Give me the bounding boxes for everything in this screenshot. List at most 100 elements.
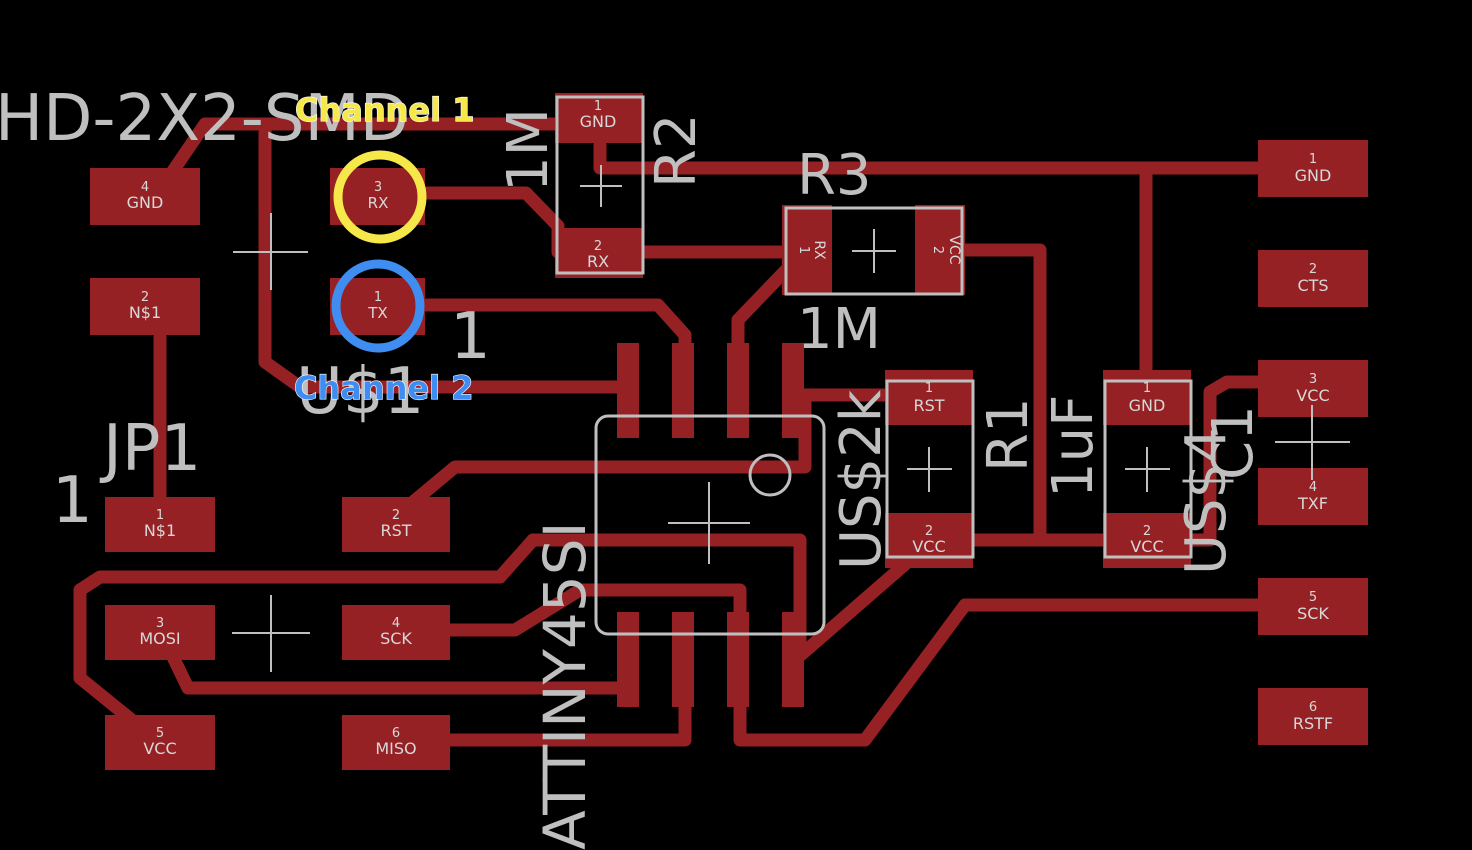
silk-c1-outline (1103, 379, 1193, 559)
pad-chip-top-4 (782, 343, 804, 438)
pad-r1-rst-num: 1 (925, 381, 933, 396)
pad-hd-gnd (90, 168, 200, 225)
pad-c1-vcc-num: 2 (1143, 524, 1151, 539)
pad-ftdi-cts-name: CTS (1297, 276, 1328, 295)
pad-jp-vcc-name: VCC (143, 739, 176, 758)
pad-chip-bot-1 (617, 612, 639, 707)
pad-ftdi-cts-num: 2 (1309, 262, 1317, 277)
pad-r1-vcc (885, 513, 973, 568)
pad-jp-ns1 (105, 497, 215, 552)
pad-r3-rx (782, 205, 832, 295)
pad-jp-rst (342, 497, 450, 552)
trace-mosi-loop (73, 533, 540, 750)
silk-r1-outline (885, 379, 975, 559)
pad-chip-top-3 (727, 343, 749, 438)
header-ref-label: U$1 (296, 355, 424, 429)
cross-ftdi (1275, 405, 1350, 480)
pad-chip-bot-4 (782, 612, 804, 707)
pad-ftdi-txf-num: 4 (1309, 480, 1317, 495)
pad-chip-top-1 (617, 343, 639, 438)
cross-c1 (1125, 447, 1170, 492)
channel1-label: Channel 1 (295, 91, 475, 129)
pad-c1-gnd-name: GND (1129, 396, 1166, 415)
silk-chip-outline (594, 414, 826, 636)
pad-ftdi-sck-num: 5 (1309, 590, 1317, 605)
header-name-label: HD-2X2-SMD (0, 82, 409, 156)
pad-ftdi-gnd-num: 1 (1309, 152, 1317, 167)
pad-r2-gnd-name: GND (580, 112, 617, 131)
pad-jp-sck-num: 4 (392, 616, 400, 631)
pad-r2-rx-name: RX (587, 252, 609, 271)
pad-jp-vcc-num: 5 (156, 726, 164, 741)
jp1-label: JP1 (99, 412, 201, 486)
c1-ref-label: US$4 (1174, 427, 1239, 575)
pad-jp-mosi-num: 3 (156, 616, 164, 631)
pad-ftdi-rstf-name: RSTF (1293, 714, 1333, 733)
pad-chip-bot-3 (727, 612, 749, 707)
pad-jp-miso-num: 6 (392, 726, 400, 741)
r2-value-label: 1M (496, 108, 561, 192)
pad-ftdi-rstf-num: 6 (1309, 700, 1317, 715)
pad-r2-gnd (555, 93, 643, 143)
r2-name-label: R2 (644, 113, 709, 188)
pad-ftdi-sck-name: SCK (1297, 604, 1329, 623)
cross-jp (232, 595, 310, 672)
pad-ftdi-vcc-num: 3 (1309, 372, 1317, 387)
header-pin1-label: 1 (450, 300, 491, 374)
pad-c1-gnd (1103, 370, 1191, 425)
pad-jp-mosi-name: MOSI (139, 629, 180, 648)
channel-annotations: Channel 1 Channel 2 (293, 90, 475, 407)
pad-ftdi-gnd-name: GND (1295, 166, 1332, 185)
pad-r3-vcc-num: 2 (930, 246, 945, 254)
pad-jp-mosi (105, 605, 215, 660)
silkscreen (232, 95, 1350, 672)
pad-ftdi-sck (1258, 578, 1368, 635)
pad-r2-rx (555, 228, 643, 278)
pad-hd-tx-name: TX (367, 304, 387, 322)
pad-jp-miso (342, 715, 450, 770)
pad-r1-vcc-name: VCC (912, 537, 945, 556)
cross-chip (668, 482, 750, 564)
trace-vcc-r1-to-chip (788, 553, 917, 667)
channel2-label: Channel 2 (294, 369, 474, 407)
cross-header (233, 213, 308, 290)
pad-hd-ns1-name: N$1 (129, 303, 161, 322)
trace-chip-pin-bus (526, 533, 807, 647)
pad-hd-gnd-num: 4 (141, 180, 149, 195)
pad-jp-sck-name: SCK (380, 629, 412, 648)
cross-r3 (852, 229, 896, 273)
pad-jp-vcc (105, 715, 215, 770)
pad-hd-rx-name: RX (368, 194, 389, 212)
silk-chip-pin1-dot (748, 453, 792, 497)
trace-r3-vcc (943, 243, 1047, 547)
jp1-pin1-label: 1 (52, 464, 93, 538)
pad-r3-rx-name: RX (811, 240, 827, 260)
pad-hd-ns1 (90, 278, 200, 335)
cross-r1 (907, 447, 952, 492)
pad-labels: 4 GND 3 RX 2 N$1 1 TX 1 GND 2 RX 1 RX 2 … (127, 99, 1333, 758)
pad-r3-rx-num: 1 (796, 246, 811, 254)
pad-jp-miso-name: MISO (375, 739, 416, 758)
pad-hd-gnd-name: GND (127, 193, 164, 212)
pad-r1-vcc-num: 2 (925, 524, 933, 539)
pad-ftdi-gnd (1258, 140, 1368, 197)
pad-c1-vcc-name: VCC (1130, 537, 1163, 556)
pad-jp-ns1-name: N$1 (144, 521, 176, 540)
pad-r3-vcc (915, 205, 965, 295)
pad-r3-vcc-name: VCC (946, 235, 962, 264)
pads (90, 93, 1368, 770)
pad-ftdi-rstf (1258, 688, 1368, 745)
pad-chip-top-2 (672, 343, 694, 438)
r1-name-label: R1 (976, 397, 1041, 472)
r3-name-label: R3 (797, 143, 872, 208)
silk-text: HD-2X2-SMD JP1 1 1 U$1 R2 1M R3 1M R1 US… (0, 82, 1266, 850)
pad-r1-rst (885, 370, 973, 425)
cross-r2 (580, 165, 622, 207)
pad-r2-gnd-num: 1 (594, 99, 602, 114)
r3-value-label: 1M (797, 297, 881, 362)
pad-hd-ns1-num: 2 (141, 290, 149, 305)
pad-ftdi-cts (1258, 250, 1368, 307)
trace-header-gnd-left (258, 117, 635, 394)
pad-jp-sck (342, 605, 450, 660)
